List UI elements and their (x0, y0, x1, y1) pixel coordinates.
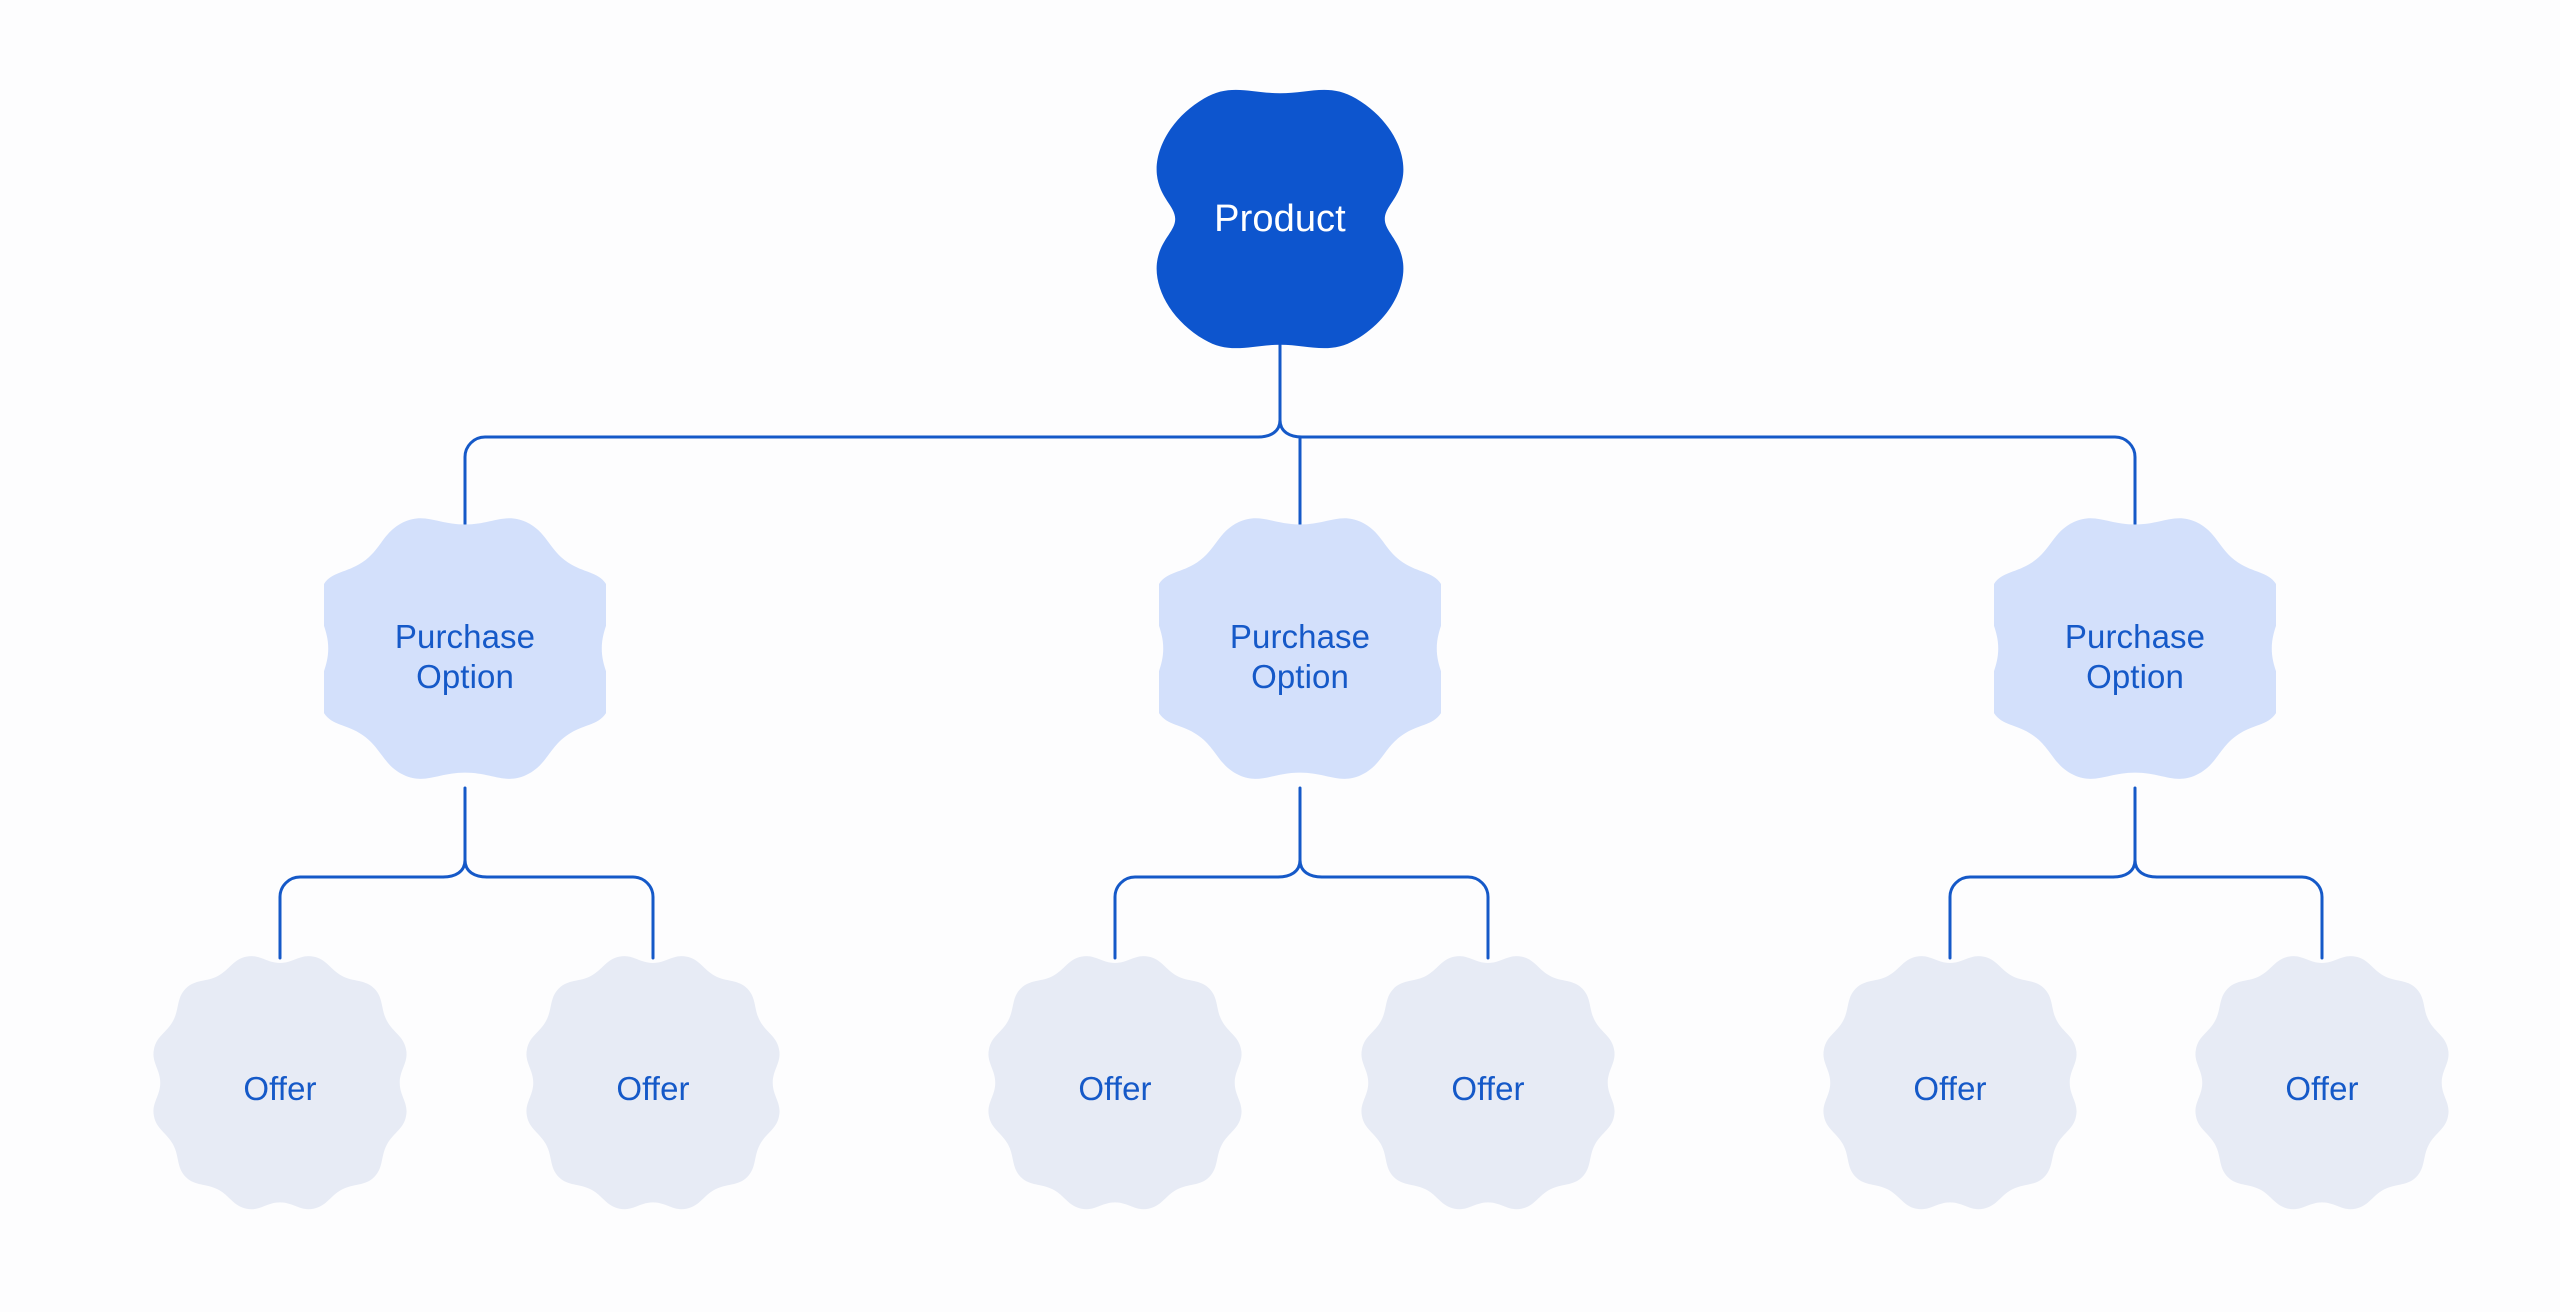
purchase-option-blob-shape (1159, 518, 1441, 779)
node-purchase-option-3-label: Purchase Option (2064, 617, 2206, 695)
offer-blob-shape (988, 956, 1242, 1210)
node-offer-3-1-label: Offer (1913, 1069, 1987, 1107)
edge-product-stem-right (1278, 418, 1304, 439)
product-blob-shape (1156, 89, 1404, 349)
node-offer-3-2-label: Offer (2285, 1069, 2359, 1107)
node-offer-1-1-label: Offer (243, 1069, 317, 1107)
edge-product-stem (1256, 343, 1282, 439)
node-offer-2-1[interactable]: Offer (978, 952, 1252, 1226)
purchase-option-blob-shape (1994, 518, 2276, 779)
node-offer-1-1[interactable]: Offer (143, 952, 417, 1226)
offer-blob-shape (2195, 956, 2449, 1210)
edge-po3-to-offer-1 (1948, 875, 2115, 960)
node-purchase-option-2-label: Purchase Option (1229, 617, 1371, 695)
edge-po2-to-offer-2 (1320, 875, 1490, 960)
node-product-label: Product (1214, 197, 1346, 240)
node-offer-2-2-label: Offer (1451, 1069, 1525, 1107)
purchase-option-blob-shape (324, 518, 606, 779)
edge-po1-to-offer-1 (278, 875, 445, 960)
edge-po1-to-offer-2 (485, 875, 655, 960)
edge-po2-stem (1276, 786, 1302, 879)
edge-po1-stem (441, 786, 467, 879)
node-offer-1-2-label: Offer (616, 1069, 690, 1107)
node-purchase-option-1[interactable]: Purchase Option (324, 516, 606, 798)
node-offer-1-2[interactable]: Offer (516, 952, 790, 1226)
offer-blob-shape (1361, 956, 1615, 1210)
node-purchase-option-1-label: Purchase Option (394, 617, 536, 695)
offer-blob-shape (526, 956, 780, 1210)
edge-product-to-po-1 (463, 435, 1260, 528)
node-offer-3-2[interactable]: Offer (2185, 952, 2459, 1226)
node-product[interactable]: Product (1149, 88, 1411, 350)
edge-po1-stem-right (463, 858, 489, 879)
node-purchase-option-2[interactable]: Purchase Option (1159, 516, 1441, 798)
edge-po3-stem (2111, 786, 2137, 879)
edge-po3-stem-right (2133, 858, 2159, 879)
node-purchase-option-3[interactable]: Purchase Option (1994, 516, 2276, 798)
edge-po2-stem-right (1298, 858, 1324, 879)
offer-blob-shape (1823, 956, 2077, 1210)
edge-po3-to-offer-2 (2155, 875, 2324, 960)
offer-blob-shape (153, 956, 407, 1210)
node-offer-3-1[interactable]: Offer (1813, 952, 2087, 1226)
node-offer-2-2[interactable]: Offer (1351, 952, 1625, 1226)
edge-product-to-po-3 (1300, 435, 2137, 528)
edge-po2-to-offer-1 (1113, 875, 1280, 960)
node-offer-2-1-label: Offer (1078, 1069, 1152, 1107)
